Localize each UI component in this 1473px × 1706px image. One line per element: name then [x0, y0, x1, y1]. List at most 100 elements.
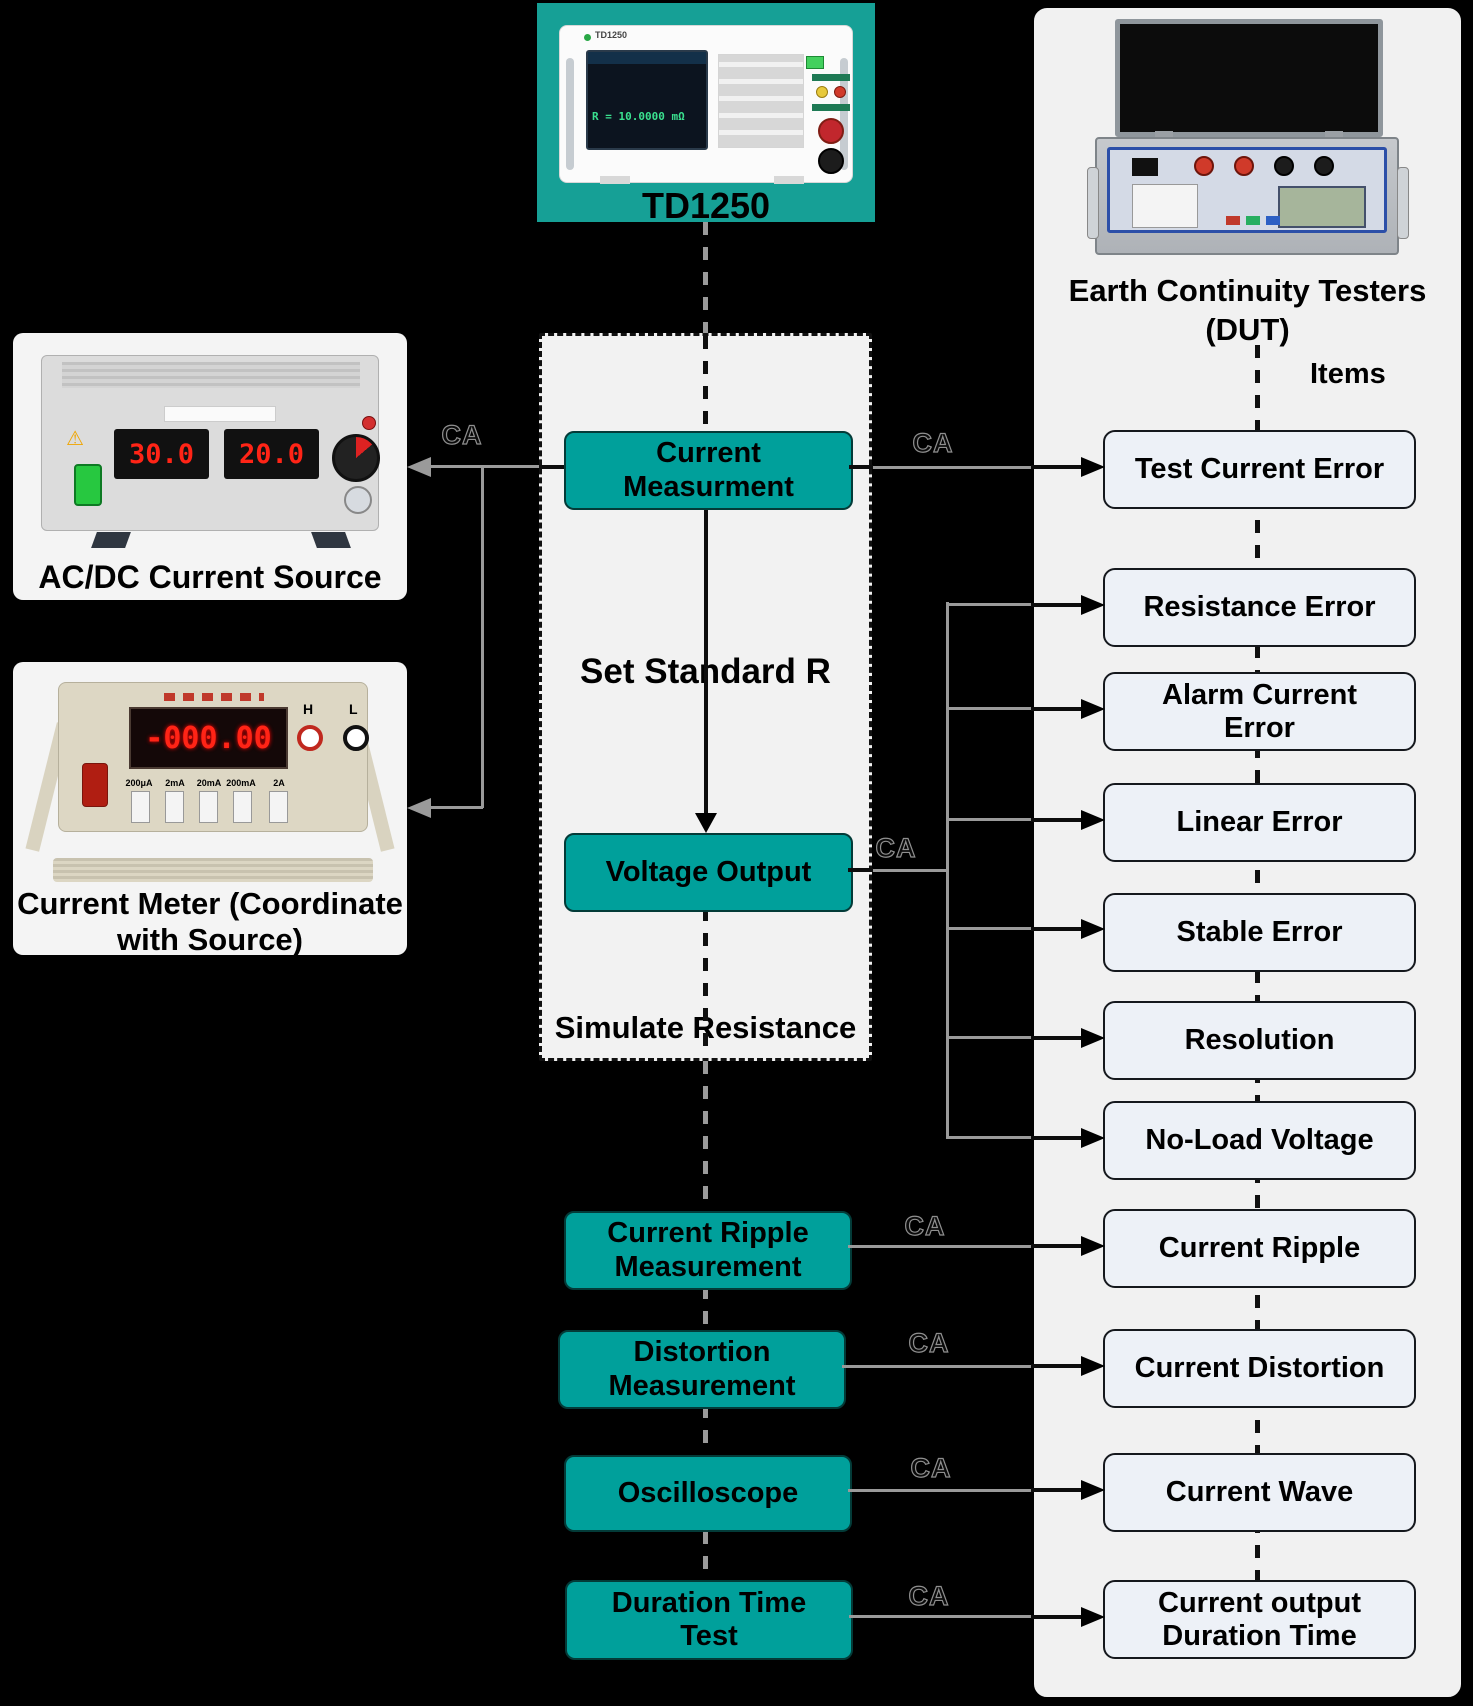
row-ripple-entry: [1031, 1244, 1083, 1248]
meter-range-label-3: 200mA: [226, 778, 256, 788]
flow-oscilloscope: Oscilloscope: [564, 1455, 852, 1532]
meter-stand-base: [53, 858, 373, 882]
line-vo-right-panel-seg: [848, 868, 873, 872]
ca-label-distortion: CA: [908, 1327, 950, 1358]
arrow-to-acdc-source: [407, 457, 431, 477]
dut-handle-right: [1397, 167, 1409, 239]
item-current-output-duration-time: Current output Duration Time: [1103, 1580, 1416, 1659]
td1250-device-image: TD1250 R = 10.0000 mΩ: [559, 25, 853, 184]
dashed-panel-to-ripple: [703, 1061, 708, 1211]
dut-printer: [1132, 184, 1198, 228]
td1250-jack-red: [834, 86, 846, 98]
arrow-into-duration-time: [1081, 1607, 1105, 1627]
line-cm-right-entry-seg: [1031, 465, 1083, 469]
acdc-connector: [344, 486, 372, 514]
meter-range-label-2: 20mA: [196, 778, 222, 788]
ca-label-oscilloscope: CA: [910, 1452, 952, 1483]
line-branch-to-meter: [481, 467, 484, 808]
dut-latch-left: [1155, 131, 1173, 141]
acdc-foot-left: [91, 532, 131, 548]
acdc-foot-right: [311, 532, 351, 548]
td1250-block: TD1250 R = 10.0000 mΩ TD1250: [537, 3, 875, 226]
ca-label-left: CA: [441, 419, 483, 450]
td1250-jack-yellow: [816, 86, 828, 98]
row-linear-ghost: [948, 818, 1031, 821]
junction-vertical-line: [946, 602, 949, 1139]
meter-jack-label-h: H: [303, 701, 314, 717]
acdc-vents: [62, 362, 360, 388]
item-alarm-current-error: Alarm Current Error: [1103, 672, 1416, 751]
meter-jack-red: [297, 725, 323, 751]
item-stable-error: Stable Error: [1103, 893, 1416, 972]
td1250-green-key: [806, 56, 824, 69]
td1250-keypad: [718, 54, 804, 148]
item-current-ripple: Current Ripple: [1103, 1209, 1416, 1288]
dut-terminal-red-1: [1194, 156, 1214, 176]
dut-lid: [1115, 19, 1383, 137]
flow-current-ripple-measurement: Current Ripple Measurement: [564, 1211, 852, 1290]
dut-button-red: [1226, 216, 1240, 225]
item-no-load-voltage: No-Load Voltage: [1103, 1101, 1416, 1180]
dut-front-face: [1107, 147, 1387, 233]
acdc-power-switch: [74, 464, 102, 506]
arrow-into-alarm-current-error: [1081, 699, 1105, 719]
td1250-handle-right: [840, 58, 848, 170]
td1250-terminal-strip-bottom: [812, 104, 850, 111]
item-current-distortion: Current Distortion: [1103, 1329, 1416, 1408]
meter-range-label-1: 2mA: [165, 778, 185, 788]
dashed-panel-to-current-measurement: [703, 336, 708, 431]
line-meter-row: [429, 806, 483, 809]
td1250-screen-topbar: [588, 52, 706, 64]
arrow-into-current-distortion: [1081, 1356, 1105, 1376]
acdc-display-current: 30.0: [114, 429, 209, 479]
dashed-td1250-to-panel: [703, 222, 708, 333]
arrow-into-test-current-error: [1081, 457, 1105, 477]
td1250-screen-text: R = 10.0000 mΩ: [592, 110, 685, 123]
dashed-voltage-to-panel-bottom: [703, 908, 708, 1058]
arrow-into-resistance-error: [1081, 595, 1105, 615]
td1250-knob-red: [818, 118, 844, 144]
row-noload-ghost: [948, 1136, 1031, 1139]
row-linear-entry: [1031, 818, 1083, 822]
td1250-logo-icon: [584, 34, 591, 41]
row-resistance-ghost: [948, 603, 1031, 606]
arrow-shaft-set-standard: [704, 506, 708, 816]
row-duration-ghost: [849, 1615, 1031, 1618]
line-vo-right-ghost-seg: [873, 869, 948, 872]
dut-power-inlet: [1132, 158, 1158, 176]
td1250-screen: R = 10.0000 mΩ: [586, 50, 708, 150]
warning-icon: ⚠: [66, 428, 84, 450]
ca-label-voltage-output: CA: [875, 832, 917, 863]
arrow-into-resolution: [1081, 1028, 1105, 1048]
meter-range-label-4: 2A: [273, 778, 285, 788]
row-resolution-entry: [1031, 1036, 1083, 1040]
td1250-brand: TD1250: [595, 30, 628, 40]
row-ripple-ghost: [848, 1245, 1031, 1248]
dut-latch-right: [1325, 131, 1343, 141]
row-resolution-ghost: [948, 1036, 1031, 1039]
arrow-to-current-meter: [407, 798, 431, 818]
arrow-down-to-voltage-output: [695, 813, 717, 833]
td1250-label: TD1250: [641, 185, 771, 226]
acdc-knob: [332, 434, 380, 482]
dut-button-blue: [1266, 216, 1280, 225]
flow-voltage-output: Voltage Output: [564, 833, 853, 912]
item-resolution: Resolution: [1103, 1001, 1416, 1080]
meter-range-button-1: [165, 791, 184, 823]
dut-title: Earth Continuity Testers (DUT): [1068, 273, 1427, 347]
meter-range-button-3: [233, 791, 252, 823]
td1250-foot-right: [774, 176, 804, 184]
ca-label-test-current: CA: [912, 427, 954, 458]
dashed-oscilloscope-to-duration: [703, 1531, 708, 1580]
arrow-into-linear-error: [1081, 810, 1105, 830]
item-test-current-error: Test Current Error: [1103, 430, 1416, 509]
acdc-source-caption: AC/DC Current Source: [38, 559, 382, 595]
acdc-pilot-lamp: [362, 416, 376, 430]
dut-terminal-red-2: [1234, 156, 1254, 176]
meter-display: -000.00: [129, 707, 288, 769]
dut-handle-left: [1087, 167, 1099, 239]
meter-jack-black: [343, 725, 369, 751]
item-resistance-error: Resistance Error: [1103, 568, 1416, 647]
acdc-display-voltage: 20.0: [224, 429, 319, 479]
